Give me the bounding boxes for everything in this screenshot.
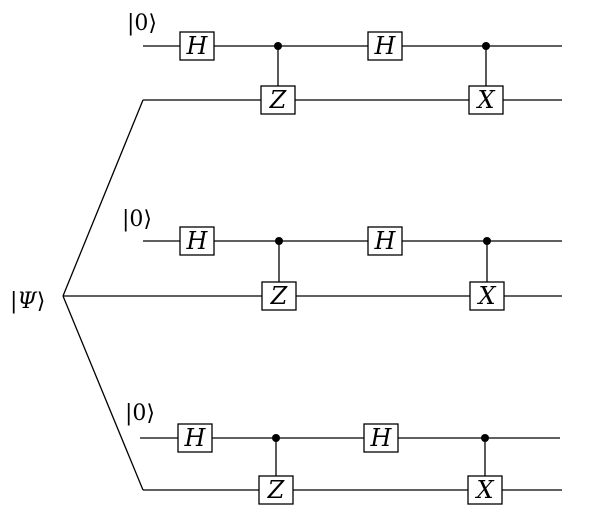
svg-text:H: H [186, 227, 209, 255]
x-gate: X [467, 475, 503, 505]
svg-text:H: H [374, 227, 397, 255]
x-gate: X [468, 85, 504, 115]
control-dot [274, 42, 282, 50]
svg-text:H: H [374, 32, 397, 60]
svg-text:X: X [475, 86, 495, 114]
control-dot [481, 434, 489, 442]
x-gate: X [469, 281, 505, 311]
z-gate: Z [260, 85, 296, 115]
control-dot [482, 42, 490, 50]
control-dot [275, 237, 283, 245]
control-dot [483, 237, 491, 245]
svg-text:Z: Z [269, 86, 288, 114]
svg-text:X: X [474, 476, 494, 504]
fanout-lines [62, 99, 144, 491]
svg-text:H: H [184, 424, 207, 452]
svg-text:H: H [186, 32, 209, 60]
circuit-block-3: |0⟩ H Z H X [125, 401, 562, 505]
control-dot [272, 434, 280, 442]
ancilla-label: |0⟩ [127, 11, 157, 36]
fanout-line-top [62, 99, 144, 297]
fanout-line-bottom [62, 295, 144, 491]
svg-text:Z: Z [270, 282, 289, 310]
hadamard-gate: H [367, 226, 403, 256]
hadamard-gate: H [363, 423, 399, 453]
z-gate: Z [261, 281, 297, 311]
hadamard-gate: H [177, 423, 213, 453]
hadamard-gate: H [367, 31, 403, 61]
ancilla-label: |0⟩ [122, 207, 152, 232]
svg-text:Z: Z [267, 476, 286, 504]
hadamard-gate: H [179, 226, 215, 256]
svg-text:X: X [476, 282, 496, 310]
ancilla-label: |0⟩ [125, 401, 155, 426]
input-state-label: |Ψ⟩ [10, 289, 45, 314]
svg-text:H: H [370, 424, 393, 452]
hadamard-gate: H [179, 31, 215, 61]
z-gate: Z [258, 475, 294, 505]
circuit-block-1: |0⟩ H Z H X [127, 11, 562, 115]
circuit-block-2: |0⟩ H Z H X [122, 207, 562, 311]
